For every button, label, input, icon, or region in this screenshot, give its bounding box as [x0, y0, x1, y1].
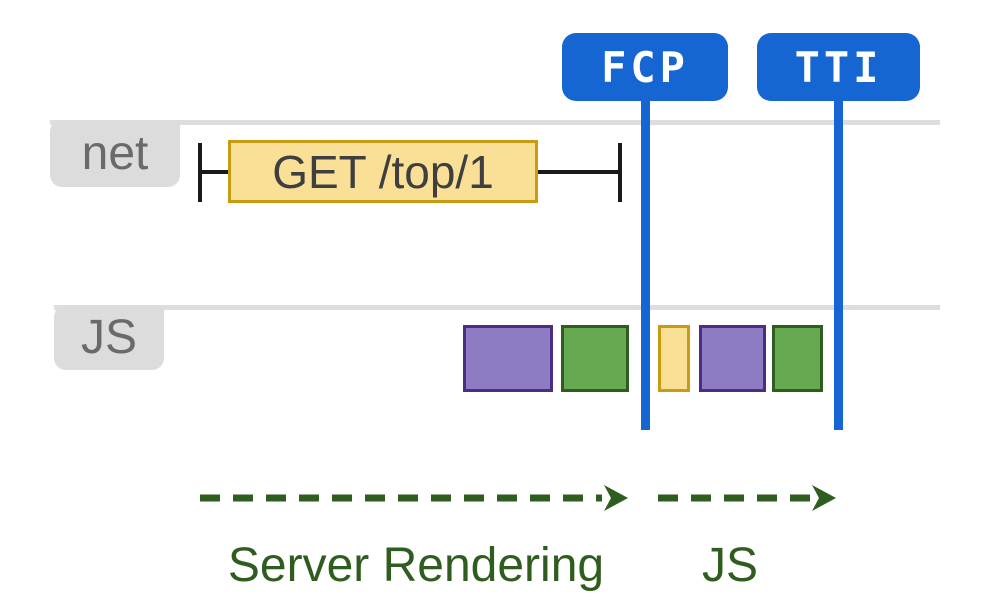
request-start-whisker — [202, 170, 230, 174]
fcp-marker-line — [641, 96, 650, 430]
js-task-block-yellow — [658, 325, 690, 392]
js-arrow — [658, 485, 836, 511]
tti-badge-label: TTI — [794, 42, 883, 92]
js-task-block-green — [772, 325, 823, 392]
net-request-box: GET /top/1 — [228, 140, 538, 203]
tti-marker-line — [834, 96, 843, 430]
net-lane-rail — [50, 120, 940, 125]
js-lane-label: JS — [80, 311, 137, 364]
js-task-block-green — [561, 325, 629, 392]
net-lane-label: net — [81, 127, 149, 180]
request-start-tick — [198, 143, 202, 202]
fcp-badge: FCP — [562, 33, 728, 101]
tti-badge: TTI — [757, 33, 920, 101]
net-lane-tab: net — [50, 120, 180, 187]
server-rendering-arrow — [200, 485, 628, 511]
request-end-tick — [618, 143, 622, 202]
phase-label-js: JS — [701, 539, 758, 592]
js-lane-rail — [54, 305, 940, 310]
request-end-whisker — [536, 170, 620, 174]
js-lane-tab: JS — [54, 305, 164, 370]
js-task-block-purple — [699, 325, 766, 392]
js-task-block-purple — [463, 325, 553, 392]
phase-arrows — [200, 485, 836, 511]
fcp-badge-label: FCP — [601, 42, 689, 92]
net-request-label: GET /top/1 — [272, 145, 494, 198]
phase-label-server-rendering: Server Rendering — [227, 539, 605, 592]
